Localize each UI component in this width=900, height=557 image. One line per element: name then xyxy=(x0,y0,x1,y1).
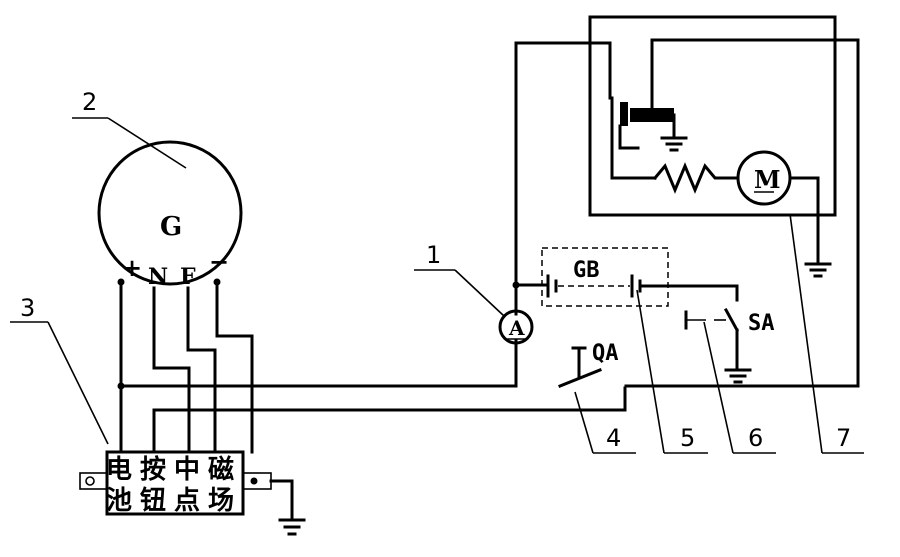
battery-symbol xyxy=(546,274,642,298)
regulator-label-field-top: 磁 xyxy=(208,454,234,485)
wire xyxy=(788,176,820,264)
callout-6: 6 xyxy=(703,321,776,454)
callout-1: 1 xyxy=(414,241,505,317)
svg-text:7: 7 xyxy=(836,424,851,452)
callout-4: 4 xyxy=(574,391,636,454)
regulator-label-battery-top: 电 xyxy=(106,455,132,485)
wire xyxy=(514,41,610,316)
wire xyxy=(610,130,657,180)
regulator-mount-left xyxy=(79,472,108,490)
starter-box xyxy=(588,15,837,217)
callout-2: 2 xyxy=(72,88,187,169)
ground-symbol xyxy=(660,136,688,152)
generator-terminal-n: N xyxy=(148,264,168,290)
wire xyxy=(152,386,627,454)
battery-label: GB xyxy=(573,258,600,283)
wire xyxy=(152,286,191,454)
ground-symbol xyxy=(804,262,832,278)
wire xyxy=(269,479,294,520)
svg-text:4: 4 xyxy=(606,424,621,452)
ammeter-symbol: A xyxy=(508,316,525,340)
callout-5: 5 xyxy=(636,289,708,454)
mount-hole xyxy=(85,476,95,486)
callout-3: 3 xyxy=(10,294,109,445)
svg-text:5: 5 xyxy=(680,424,695,452)
generator-terminal-minus: − xyxy=(209,247,229,276)
mount-hole xyxy=(250,477,258,485)
wire xyxy=(186,286,217,454)
svg-text:1: 1 xyxy=(426,241,441,269)
regulator-label-neutral-top: 中 xyxy=(174,455,200,485)
ammeter-circle xyxy=(498,309,534,345)
generator-circle xyxy=(97,140,243,286)
junction-dot xyxy=(117,382,125,390)
switch-qa-label: QA xyxy=(592,341,619,366)
svg-text:3: 3 xyxy=(20,294,35,322)
svg-text:6: 6 xyxy=(748,424,763,452)
wire xyxy=(638,284,739,302)
svg-text:2: 2 xyxy=(82,88,97,116)
switch-sa-label: SA xyxy=(748,311,775,336)
regulator-label-neutral-bottom: 点 xyxy=(174,485,200,516)
generator-terminal-plus: + xyxy=(122,253,142,282)
switch-sa xyxy=(684,307,740,333)
generator-symbol: G xyxy=(160,212,182,242)
solenoid-contact xyxy=(610,96,676,138)
switch-qa xyxy=(558,346,602,388)
battery-dashed-box xyxy=(541,247,669,307)
resistor-zigzag xyxy=(652,162,738,194)
ground-symbol xyxy=(278,518,306,536)
ground-symbol xyxy=(724,368,752,384)
regulator-label-button-top: 按 xyxy=(140,454,166,485)
regulator-label-button-bottom: 钮 xyxy=(140,486,166,516)
motor-symbol: M xyxy=(754,165,781,194)
wire xyxy=(624,38,860,388)
wire xyxy=(215,280,254,454)
regulator-label-battery-bottom: 池 xyxy=(106,486,132,516)
regulator-label-field-bottom: 场 xyxy=(208,486,234,516)
wire xyxy=(618,124,640,150)
generator-terminal-f: F xyxy=(180,264,196,290)
callout-7: 7 xyxy=(789,213,864,454)
